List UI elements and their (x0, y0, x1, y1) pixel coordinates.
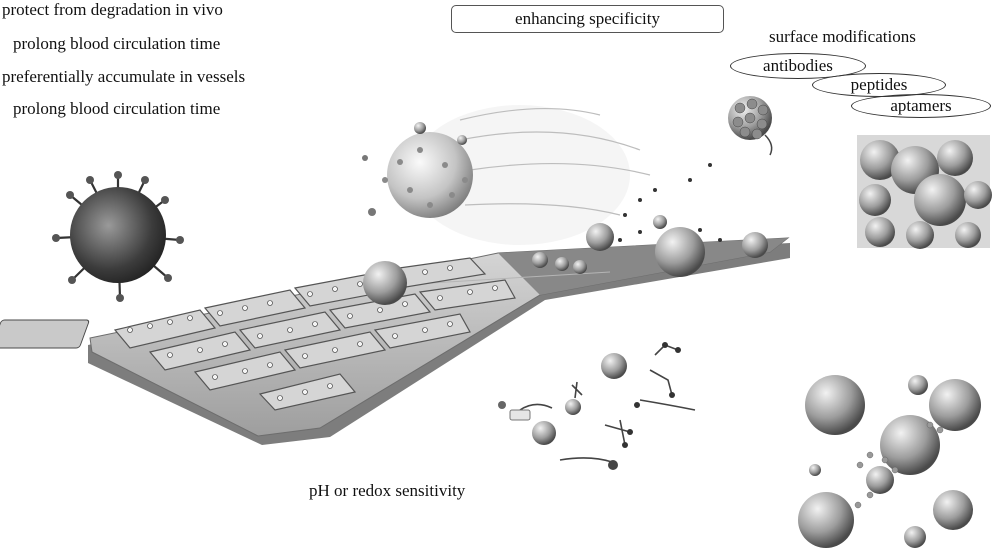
label-circulation-1: prolong blood circulation time (13, 34, 221, 53)
specificity-box: enhancing specificity (451, 5, 724, 33)
aptamers-label: aptamers (890, 96, 952, 115)
surface-modifications-title: surface modifications (769, 27, 916, 46)
antibodies-label: antibodies (763, 56, 833, 75)
cluster-photo (857, 135, 992, 249)
virus-particle (52, 171, 184, 302)
modified-particle (728, 96, 773, 156)
label-protect: protect from degradation in vivo (2, 0, 223, 19)
aptamers-ellipse: aptamers (851, 94, 991, 118)
antibodies-ellipse: antibodies (730, 53, 866, 79)
released-molecules (498, 342, 696, 470)
label-circulation-2: prolong blood circulation time (13, 99, 221, 118)
plate-particles (363, 163, 768, 305)
ph-redox-label: pH or redox sensitivity (309, 481, 466, 500)
label-accumulate: preferentially accumulate in vessels (2, 67, 246, 86)
specificity-label: enhancing specificity (515, 9, 660, 28)
targeting-sphere (362, 105, 651, 245)
micelle-blocks (0, 257, 516, 411)
aggregate-cluster (798, 375, 981, 548)
peptides-label: peptides (850, 75, 908, 94)
